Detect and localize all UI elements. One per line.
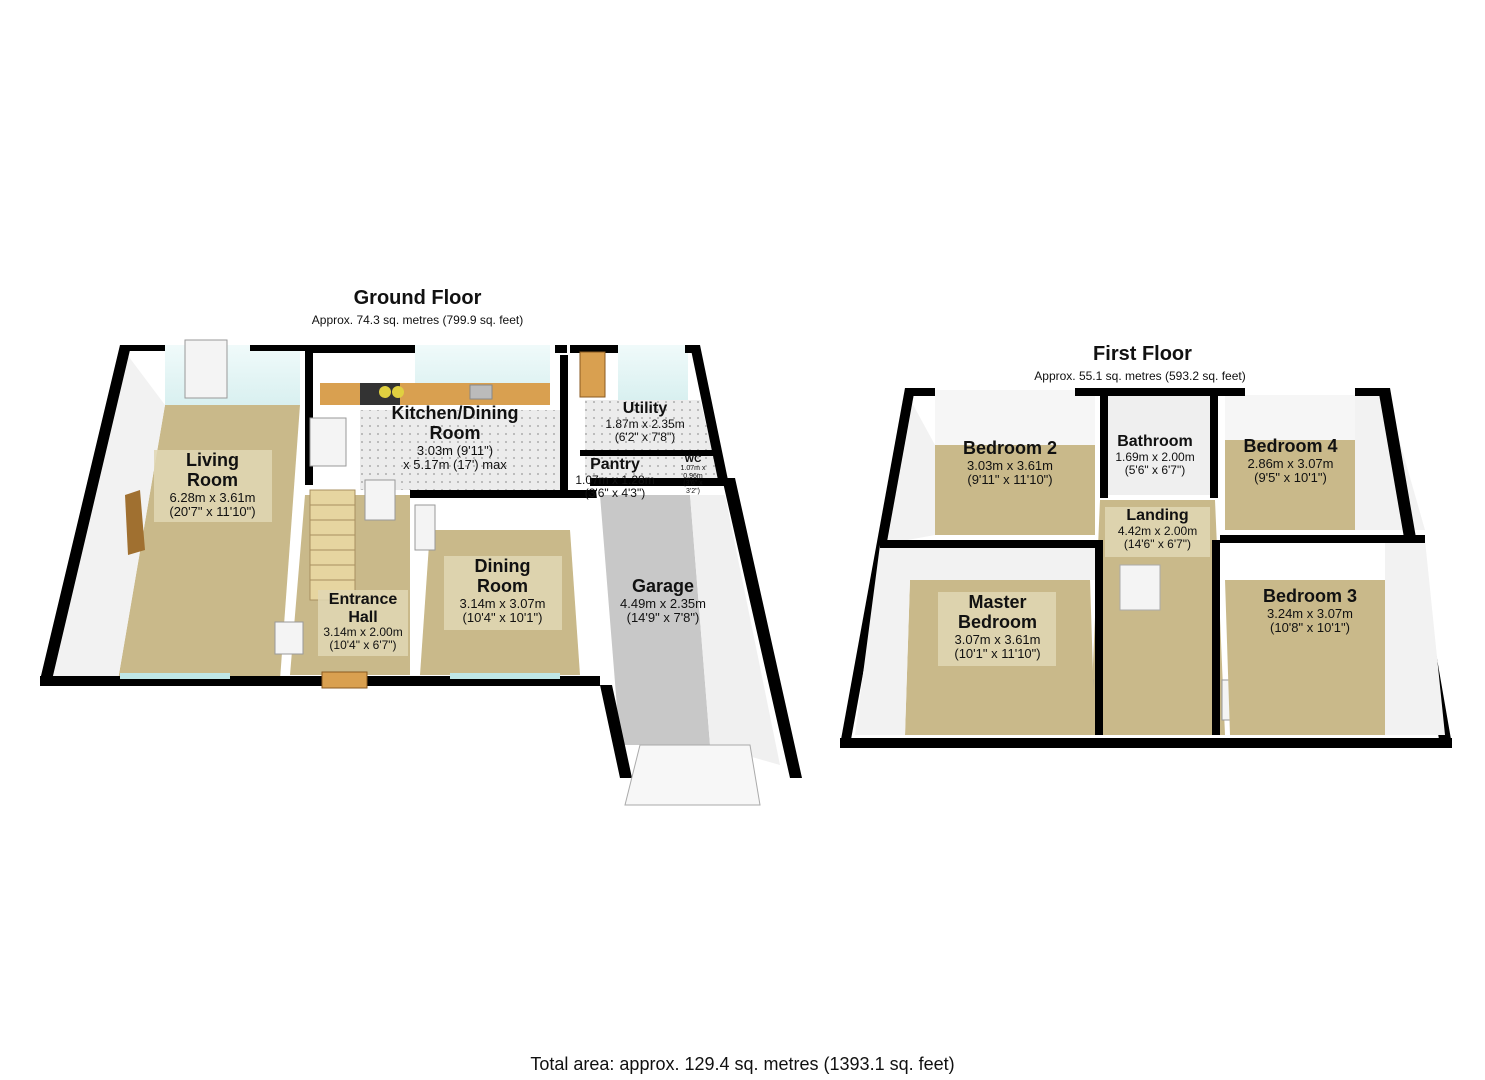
door-icon-kitchen — [309, 417, 347, 467]
bedroom-3-dim-imperial: (10'8" x 10'1") — [1270, 620, 1350, 636]
bathroom-dim-metric: 1.69m x 2.00m — [1115, 449, 1195, 464]
wc-dim-imperial: (3'6" x 3'2") — [683, 480, 703, 496]
pantry-label: Pantry 1.07m x 1.28m (3'6" x 4'3") — [560, 456, 670, 500]
garage-label: Garage 4.49m x 2.35m (14'9" x 7'8") — [598, 576, 728, 626]
front-door-icon — [321, 671, 368, 689]
ground-floor-title: Ground Floor — [353, 287, 482, 309]
pantry-dim-metric: 1.07m x 1.28m — [575, 472, 655, 487]
bedroom-3-dim-metric: 3.24m x 3.07m — [1267, 605, 1353, 621]
kitchen-dim-length: x 5.17m (17') max — [403, 456, 507, 472]
pantry-dim-imperial: (3'6" x 4'3") — [584, 485, 646, 500]
bedroom-3-area — [1220, 535, 1445, 735]
bathroom-label: Bathroom 1.69m x 2.00m (5'6" x 6'7") — [1095, 433, 1215, 477]
bedroom-4-dim-metric: 2.86m x 3.07m — [1247, 455, 1334, 471]
garage-dim-imperial: (14'9" x 7'8") — [626, 610, 700, 626]
bedroom-2-area — [840, 388, 1100, 745]
first-floor-title: First Floor — [1093, 343, 1192, 365]
entrance-hall-area — [274, 479, 415, 689]
door-icon-utility — [579, 351, 606, 398]
dining-room-label: Dining Room 3.14m x 3.07m (10'4" x 10'1"… — [440, 556, 565, 625]
garage-name: Garage — [631, 576, 695, 596]
landing-dim-imperial: (14'6" x 6'7") — [1123, 536, 1192, 551]
pantry-name: Pantry — [590, 456, 640, 473]
kitchen-label: Kitchen/Dining Room 3.03m (9'11") x 5.17… — [365, 403, 545, 472]
ground-floor-plan — [40, 339, 802, 806]
living-room-name: Living Room — [186, 450, 239, 490]
door-icon-hall — [274, 621, 304, 655]
bedroom-3-label: Bedroom 3 3.24m x 3.07m (10'8" x 10'1") — [1245, 586, 1375, 636]
garage-dim-metric: 4.49m x 2.35m — [620, 595, 706, 611]
bathroom-name: Bathroom — [1117, 433, 1193, 450]
staircase-icon — [309, 489, 356, 601]
utility-dim-imperial: (6'2" x 7'8") — [614, 429, 676, 444]
kitchen-dining-area — [305, 345, 568, 495]
living-room-label: Living Room 6.28m x 3.61m (20'7" x 11'10… — [140, 450, 285, 519]
dining-room-dim-imperial: (10'4" x 10'1") — [462, 609, 543, 625]
bedroom-2-dim-metric: 3.03m x 3.61m — [967, 457, 1053, 473]
master-bedroom-name: Master Bedroom — [957, 592, 1037, 632]
wc-label: WC 1.07m x 0.96m (3'6" x 3'2") — [676, 454, 710, 496]
bedroom-2-dim-imperial: (9'11" x 11'10") — [967, 472, 1053, 488]
garage-area — [590, 478, 802, 806]
bedroom-3-name: Bedroom 3 — [1262, 586, 1358, 606]
bedroom-4-name: Bedroom 4 — [1243, 436, 1338, 456]
first-floor-area: Approx. 55.1 sq. metres (593.2 sq. feet) — [1034, 369, 1246, 383]
living-room-dim-metric: 6.28m x 3.61m — [169, 489, 256, 505]
ground-floor-area: Approx. 74.3 sq. metres (799.9 sq. feet) — [311, 313, 524, 327]
fireplace-icon — [125, 490, 145, 555]
utility-dim-metric: 1.87m x 2.35m — [605, 416, 685, 431]
kitchen-worktop — [320, 383, 550, 405]
bathroom-area — [1100, 388, 1218, 498]
dining-room-dim-metric: 3.14m x 3.07m — [459, 595, 546, 611]
wc-dim-metric: 1.07m x 0.96m — [680, 465, 706, 480]
door-icon-dining — [414, 504, 436, 551]
master-bedroom-dim-imperial: (10'1" x 11'10") — [954, 645, 1041, 661]
garage-door-icon — [624, 744, 761, 806]
entrance-hall-label: Entrance Hall 3.14m x 2.00m (10'4" x 6'7… — [308, 591, 418, 653]
master-bedroom-label: Master Bedroom 3.07m x 3.61m (10'1" x 11… — [930, 592, 1065, 661]
utility-name: Utility — [622, 400, 668, 417]
bedroom-4-label: Bedroom 4 2.86m x 3.07m (9'5" x 10'1") — [1228, 436, 1353, 486]
sink-icon — [469, 384, 493, 400]
dining-room-name: Dining Room — [474, 556, 531, 596]
master-bedroom-dim-metric: 3.07m x 3.61m — [954, 631, 1041, 647]
landing-dim-metric: 4.42m x 2.00m — [1117, 523, 1198, 538]
living-room-dim-imperial: (20'7" x 11'10") — [169, 503, 256, 519]
bedroom-2-label: Bedroom 2 3.03m x 3.61m (9'11" x 11'10") — [945, 438, 1075, 488]
entrance-hall-dim-imperial: (10'4" x 6'7") — [329, 638, 397, 653]
bathroom-dim-imperial: (5'6" x 6'7") — [1124, 462, 1186, 477]
kitchen-name: Kitchen/Dining Room — [391, 403, 519, 443]
entrance-hall-dim-metric: 3.14m x 2.00m — [323, 625, 403, 640]
hob-icon — [379, 386, 391, 398]
landing-label: Landing 4.42m x 2.00m (14'6" x 6'7") — [1100, 507, 1215, 551]
kitchen-dim-width: 3.03m (9'11") — [416, 442, 494, 458]
wc-name: WC — [684, 454, 702, 465]
bedroom-2-name: Bedroom 2 — [962, 438, 1058, 458]
utility-area — [570, 345, 728, 480]
door-icon — [184, 339, 228, 399]
total-area: Total area: approx. 129.4 sq. metres (13… — [530, 1054, 955, 1074]
entrance-hall-name: Entrance Hall — [328, 591, 398, 626]
bedroom-4-dim-imperial: (9'5" x 10'1") — [1254, 470, 1327, 486]
stairs-landing-icon — [1119, 564, 1161, 611]
landing-name: Landing — [1126, 507, 1189, 524]
utility-label: Utility 1.87m x 2.35m (6'2" x 7'8") — [585, 400, 705, 444]
